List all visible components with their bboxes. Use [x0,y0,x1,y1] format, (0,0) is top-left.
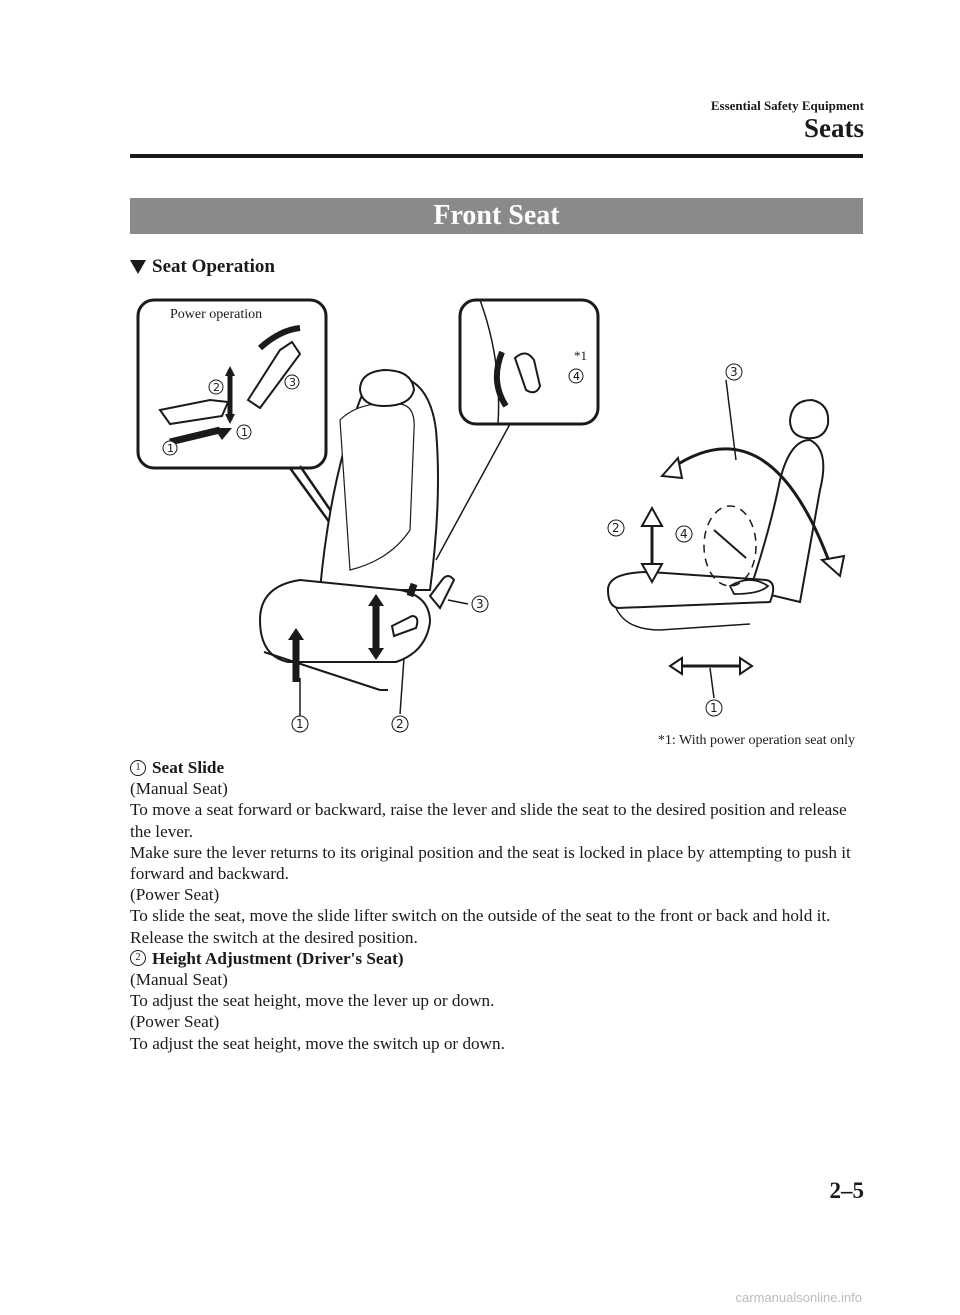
callout-num-1: 1 [167,442,174,455]
seat-illustration: Power operation 1 1 2 3 *1 4 1 2 3 [136,298,855,748]
callout-label: Power operation [170,307,262,322]
page-number: 2–5 [829,1178,865,1203]
body-text: 1 Seat Slide (Manual Seat) To move a sea… [130,757,865,1054]
side-num-4: 4 [680,527,688,541]
side-num-2: 2 [612,521,620,535]
note-mark: *1 [574,348,587,363]
section-title: Essential Safety Equipment [710,98,864,113]
section-banner: Front Seat [130,198,863,234]
header-rule [130,154,863,158]
item-1-para: (Power Seat) [130,885,220,905]
item-1-heading: 1 Seat Slide [130,757,865,778]
subheading: Seat Operation [130,256,275,278]
seat-cushion [258,578,432,663]
item-1-number: 1 [130,759,146,776]
item-2-heading: 2 Height Adjustment (Driver's Seat) [130,948,865,969]
chapter-title: Seats [804,113,864,143]
headrest [358,368,416,408]
callout-num-2: 2 [213,381,220,394]
seat-num-3: 3 [476,597,484,611]
side-num-3: 3 [730,365,738,379]
callout-num-1b: 1 [241,426,248,439]
triangle-bullet-icon [130,260,146,274]
side-cushion [606,570,775,610]
item-1-para: To slide the seat, move the slide lifter… [130,906,831,947]
item-1-para: Make sure the lever returns to its origi… [130,842,851,884]
side-headrest [788,398,830,440]
side-num-1: 1 [710,701,718,715]
side-seatback [748,438,825,604]
item-2-para: To adjust the seat height, move the leve… [130,991,495,1011]
seat-num-2: 2 [396,717,404,731]
item-2-title: Height Adjustment (Driver's Seat) [152,948,404,968]
item-2-number: 2 [130,950,146,967]
item-1-para: To move a seat forward or backward, rais… [130,800,847,841]
callout-num-3: 3 [289,376,296,389]
item-2-para: (Power Seat) [130,1012,220,1032]
subheading-text: Seat Operation [152,256,275,277]
figure-footnote: *1: With power operation seat only [658,733,855,748]
item-2-para: (Manual Seat) [130,970,228,990]
item-1-title: Seat Slide [152,758,225,777]
item-1-para: (Manual Seat) [130,779,228,799]
watermark: carmanualsonline.info [735,1290,862,1305]
item-2-para: To adjust the seat height, move the swit… [130,1033,505,1053]
recline-arc-arrow [671,447,832,565]
seat-num-1: 1 [296,717,304,731]
callout-num-4: 4 [573,370,580,383]
